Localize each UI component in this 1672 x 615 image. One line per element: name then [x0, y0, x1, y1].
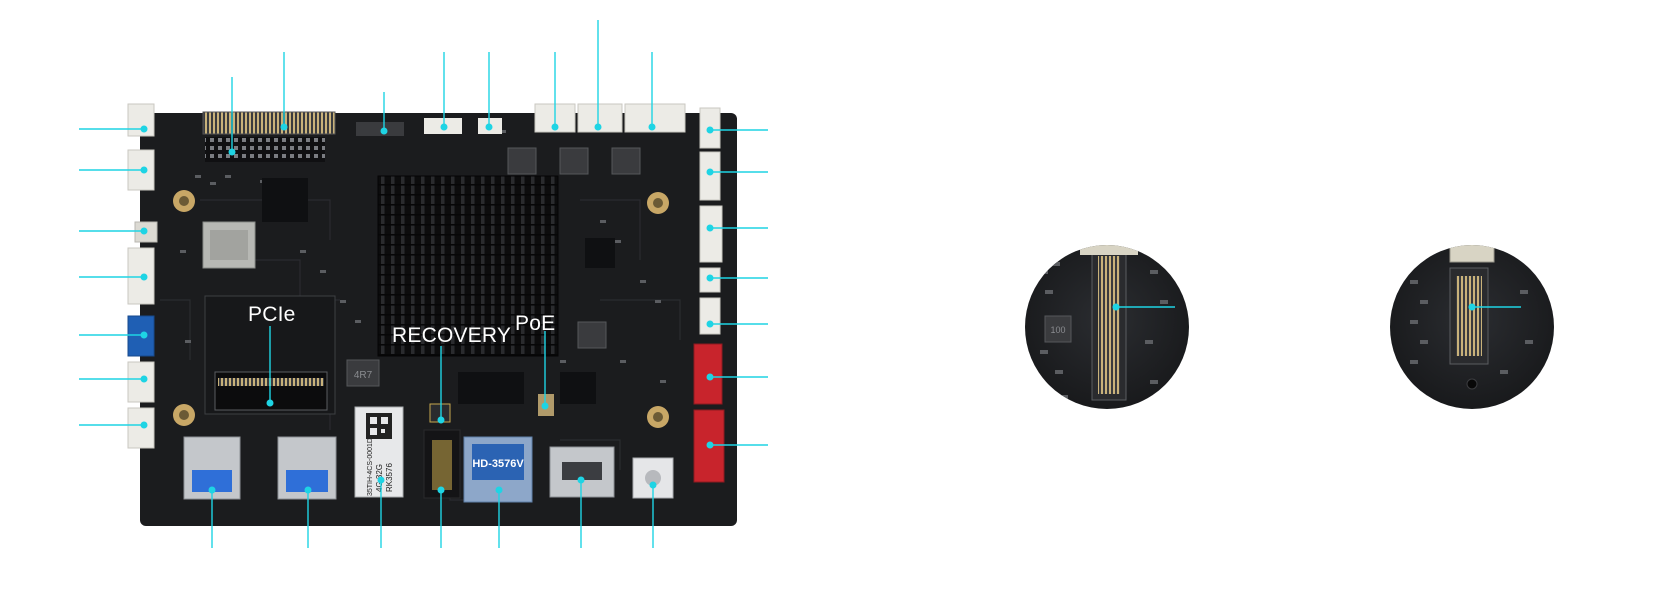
zoom-circle-ctp: [1390, 245, 1554, 409]
sim-card-sticker: 35TIH-4CS-0001D 4G 32G RK3576: [354, 406, 404, 498]
lvds-fpc: [202, 111, 336, 135]
ethernet-model: HD-3576V: [472, 458, 524, 470]
right-connector-3: [699, 205, 723, 263]
pcie-label: PCIe: [248, 303, 296, 326]
zoom-circle-mipi: 100: [1025, 245, 1189, 409]
ctp-top-connector: [1449, 245, 1495, 263]
sticker-line-3: RK3576: [385, 463, 394, 492]
inductors: [346, 147, 641, 387]
wifi-module: [202, 221, 256, 269]
sticker-line-1: 35TIH-4CS-0001D: [367, 438, 374, 496]
heatsink: [377, 175, 559, 357]
callout-lines: [79, 20, 768, 548]
ic-chip-3: [560, 372, 596, 404]
pin-header: [205, 137, 325, 162]
right-connector-red-1: [693, 343, 723, 405]
main-board: 4R7 35TIH-: [79, 20, 768, 548]
usb-port-2: [277, 436, 337, 500]
pmic-chip: [585, 238, 615, 268]
small-fpc: [356, 122, 404, 136]
ic-chip-2: [458, 372, 524, 404]
mounting-holes: [173, 190, 669, 428]
left-connector-6: [127, 407, 155, 449]
poe-label: PoE: [515, 312, 556, 335]
right-connector-5: [699, 297, 721, 335]
right-connector-2: [699, 151, 721, 201]
via-hole: [1466, 378, 1478, 390]
inductor-100-label: 100: [1050, 325, 1065, 335]
recovery-label: RECOVERY: [392, 324, 512, 347]
inductor-label: 4R7: [354, 370, 373, 381]
hdmi-port: [549, 446, 615, 498]
left-connector-1: [127, 103, 155, 137]
inductor-100: [1044, 315, 1072, 343]
left-connector-5: [127, 361, 155, 403]
soc-chip: [262, 178, 308, 222]
top-connectors: [202, 103, 686, 162]
